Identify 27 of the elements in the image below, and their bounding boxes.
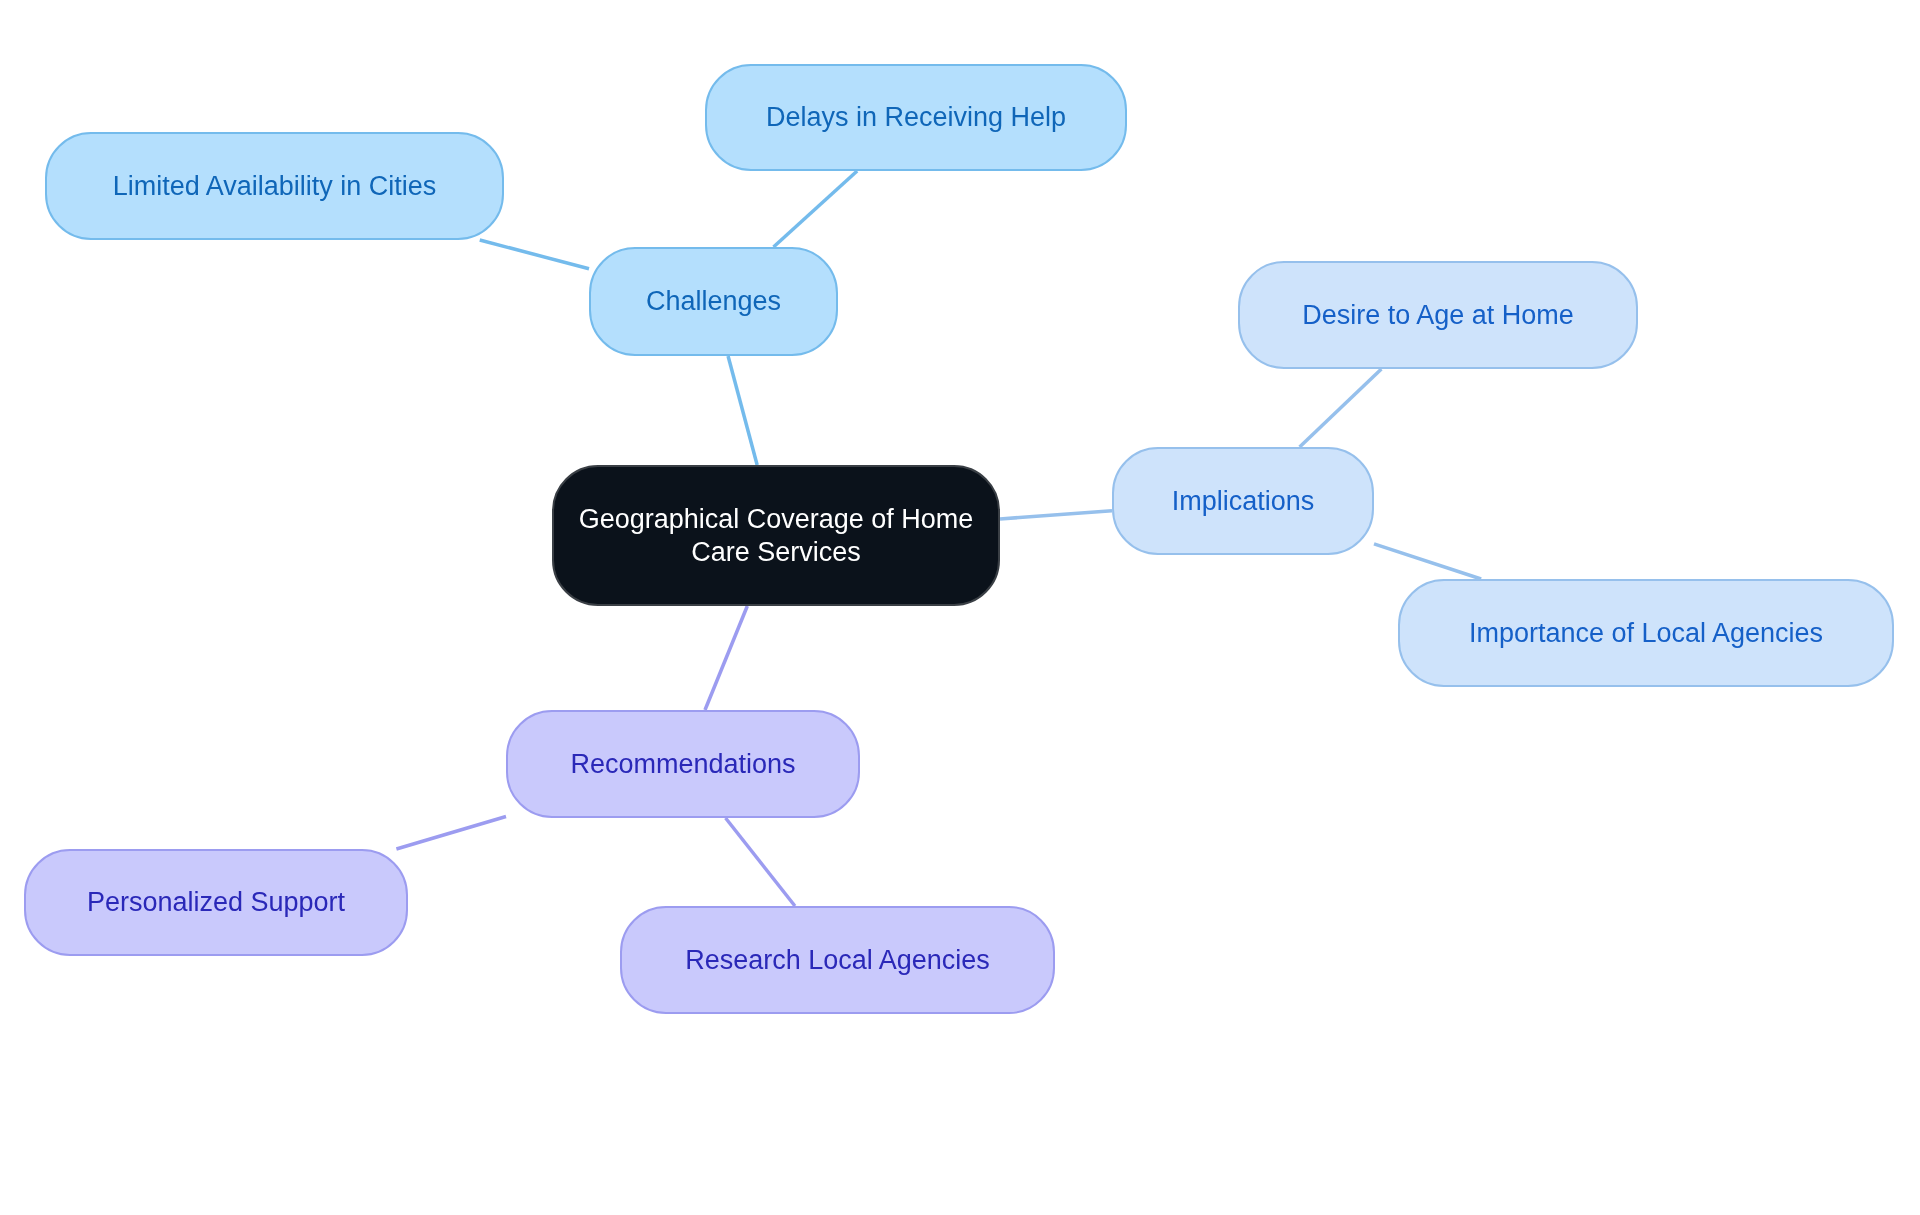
topic-box [506,710,860,818]
connector-line [726,355,759,466]
topic-label: Implications [1171,484,1315,518]
connector-line [772,169,859,249]
topic-label: Geographical Coverage of Home Care Services [577,503,975,568]
topic-box [1398,579,1894,687]
topic-label: Personalized Support [86,886,346,919]
connector-line [1373,542,1482,581]
central-topic-box [552,465,1000,606]
topic-label: Limited Availability in Cities [112,169,437,203]
connector-line [1298,367,1383,449]
topic-label: Recommendations [570,747,796,781]
connector-line [703,605,749,711]
topic-box [1238,261,1638,369]
topic-box [620,906,1055,1014]
topic-label: Importance of Local Agencies [1468,616,1824,650]
topic-label: Delays in Receiving Help [765,101,1067,134]
connector-line [999,508,1113,521]
topic-box [45,132,504,240]
connector-line [724,816,797,908]
connector-line [479,238,590,271]
topic-box [1112,447,1374,555]
topic-label: Challenges [645,285,782,318]
topic-box [589,247,838,356]
topic-label: Desire to Age at Home [1302,298,1574,332]
topic-label: Research Local Agencies [685,943,990,977]
connector-line [395,814,507,851]
